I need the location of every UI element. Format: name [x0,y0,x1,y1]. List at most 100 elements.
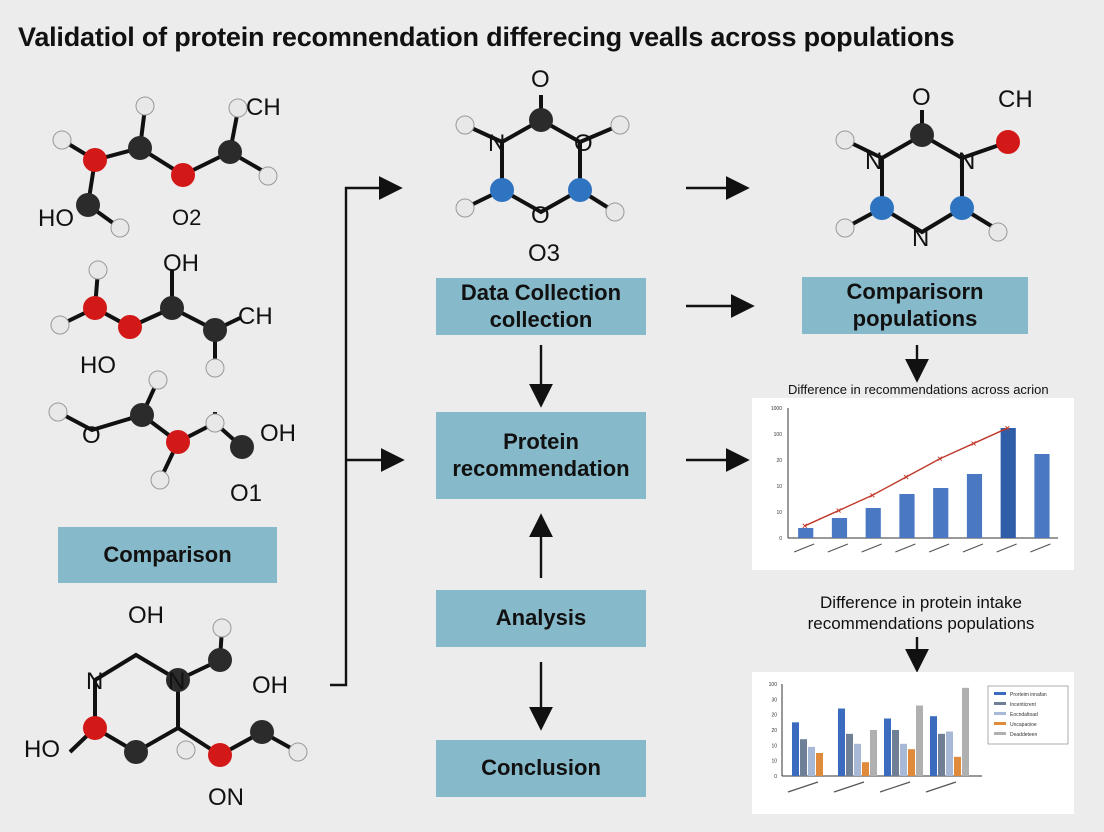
y-tick-label: 30 [771,697,777,703]
atom-label: HO [38,205,74,232]
bar [862,762,869,776]
conclusion-box: Conclusion [436,740,646,797]
x-tick-label [928,543,950,553]
bar [854,743,861,776]
atom-label: O [531,202,550,229]
legend-swatch [994,722,1006,725]
legend: Prorteim innafanIncenticrentEocndaltoadU… [987,685,1069,745]
legend-label: Prorteim innafan [1010,692,1047,698]
bar [900,743,907,776]
comparison-pop-label-2: populations [852,305,978,331]
legend-label: Uncapaoioe [1010,722,1037,728]
bar [933,488,949,538]
data-collection-box: Data Collection collection [436,278,646,335]
bar [792,722,799,776]
y-tick-label: 1000 [771,406,782,412]
line-point [937,456,943,462]
x-tick-label [996,543,1017,553]
atom-label: N [912,225,930,252]
atom-label: O [531,66,550,93]
bar [966,474,983,538]
line-point [870,492,875,498]
data-collection-label-1: Data Collection [460,279,622,305]
atom-label: O [574,130,593,157]
x-tick-label [1030,543,1051,553]
legend-swatch [994,702,1006,705]
comparison-label: Comparison [103,541,232,567]
atom-label: O2 [172,205,202,230]
atom-label: N [488,130,506,157]
legend-label: Deaddeteen [1010,732,1037,738]
bar [808,746,815,776]
x-tick-label [793,543,815,553]
comparison-box: Comparison [58,527,277,583]
chart2-title: Difference in protein intake recommendat… [807,593,1035,634]
bar [892,730,899,776]
bar [831,518,848,538]
atom-label: O [912,84,931,111]
atom-label: ON [208,784,244,811]
bar [908,749,915,776]
bar [916,705,923,776]
chart1-title: Difference in recommendations across acr… [788,382,1049,397]
atom-label: OH [163,250,199,277]
x-tick-label [925,781,957,793]
y-tick-label: 10 [771,759,777,765]
atom-label: OH [260,420,296,447]
analysis-label: Analysis [495,605,587,631]
atom-label: HO [80,352,116,379]
bar [1034,454,1050,538]
atom-label: N [958,148,976,175]
y-tick-label: 0 [774,774,777,780]
bar [816,753,823,776]
y-tick-label: 10 [771,743,777,749]
atom-label: O1 [230,480,263,507]
x-tick-label [895,543,916,553]
page-title: Validatiol of protein recomnendation dif… [18,22,955,52]
y-tick-label: 10 [776,484,782,490]
atom-label: N [865,148,883,175]
atom-label: O3 [528,240,561,267]
atom-label: CH [246,94,281,121]
bar [798,528,814,538]
atom-label: CH [238,303,273,330]
line-point [971,441,976,446]
bar [838,708,845,776]
x-tick-label [879,781,911,793]
bar [946,731,953,776]
bar [800,739,807,776]
analysis-box: Analysis [436,590,646,647]
atom-label: OH [252,672,288,699]
y-tick-label: 10 [776,510,782,516]
atom-label: CH [998,86,1033,113]
bracket-line [330,176,403,687]
atom-label: N [168,668,186,695]
conclusion-label: Conclusion [481,755,601,781]
line-point [903,474,909,480]
y-tick-label: 100 [774,432,783,438]
bar [870,730,877,776]
atom-label: HO [24,736,60,763]
y-tick-label: 100 [769,682,778,688]
legend-label: Incenticrent [1010,702,1036,708]
bar [954,756,961,776]
x-tick-label [962,543,984,553]
legend-swatch [994,732,1006,735]
bar [899,494,915,538]
x-tick-label [827,543,849,553]
legend-label: Eocndaltoad [1010,712,1038,718]
legend-swatch [994,712,1006,715]
atom-label: OH [128,602,164,629]
comparison-pop-label-1: Comparisorn [846,278,984,304]
atom-label: O [82,422,101,449]
y-tick-label: 0 [779,536,782,542]
y-tick-label: 20 [771,728,777,734]
line-point [802,523,808,529]
bar [846,733,853,776]
y-tick-label: 20 [771,713,777,719]
